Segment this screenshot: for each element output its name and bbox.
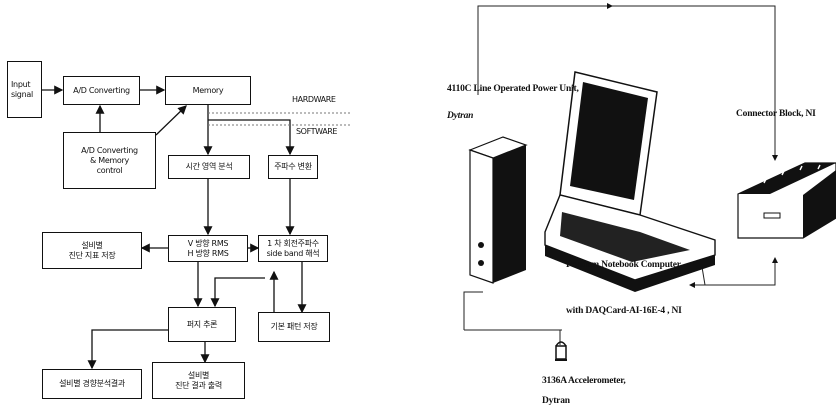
hardware-label: HARDWARE xyxy=(292,95,336,104)
trend-result-box: 설비별 경향분석결과 xyxy=(42,369,142,399)
rms-label: V 방향 RMS H 방향 RMS xyxy=(187,238,229,258)
sideband-label: 1 차 회전주파수 side band 해석 xyxy=(266,238,320,258)
freq-transform-box: 주파수 변환 xyxy=(268,155,318,179)
base-pattern-box: 기본 패턴 저장 xyxy=(258,312,330,342)
connector-block-icon xyxy=(737,162,836,239)
notebook-label: Pentium Notebook Computer xyxy=(566,260,681,270)
power-unit-label: 4110C Line Operated Power Unit, xyxy=(447,84,579,94)
accelerometer-brand-label: Dytran xyxy=(542,396,570,406)
accelerometer-icon xyxy=(555,341,567,361)
ad-memory-control-label: A/D Converting & Memory control xyxy=(81,145,138,175)
accelerometer-label: 3136A Accelerometer, xyxy=(542,376,626,386)
memory-label: Memory xyxy=(192,85,224,95)
power-unit-brand-label: Dytran xyxy=(447,111,474,121)
diag-index-save-label: 설비별 진단 지표 저장 xyxy=(68,240,116,260)
ad-memory-control-box: A/D Converting & Memory control xyxy=(63,132,156,189)
diag-output-box: 설비별 진단 결과 출력 xyxy=(152,362,245,399)
freq-transform-label: 주파수 변환 xyxy=(274,162,312,171)
trend-result-label: 설비별 경향분석결과 xyxy=(59,379,125,388)
time-domain-box: 시간 영역 분석 xyxy=(168,155,250,179)
power-unit-icon xyxy=(468,136,528,284)
diag-output-label: 설비별 진단 결과 출력 xyxy=(175,370,222,390)
notebook-computer-icon xyxy=(544,71,716,292)
diag-index-save-box: 설비별 진단 지표 저장 xyxy=(42,232,142,269)
input-signal-label: Input signal xyxy=(11,79,33,99)
base-pattern-label: 기본 패턴 저장 xyxy=(270,322,318,331)
memory-box: Memory xyxy=(165,76,251,105)
daqcard-label: with DAQCard-AI-16E-4 , NI xyxy=(566,306,682,316)
connector-block-label: Connector Block, NI xyxy=(736,109,816,119)
ad-converting-box: A/D Converting xyxy=(63,76,140,105)
input-signal-box: Input signal xyxy=(7,61,42,118)
time-domain-label: 시간 영역 분석 xyxy=(185,162,233,171)
rms-box: V 방향 RMS H 방향 RMS xyxy=(168,235,248,262)
ad-converting-label: A/D Converting xyxy=(73,85,130,95)
fuzzy-box: 퍼지 추론 xyxy=(168,307,236,342)
sideband-box: 1 차 회전주파수 side band 해석 xyxy=(258,235,328,262)
software-label: SOFTWARE xyxy=(296,127,338,136)
fuzzy-label: 퍼지 추론 xyxy=(186,319,218,329)
